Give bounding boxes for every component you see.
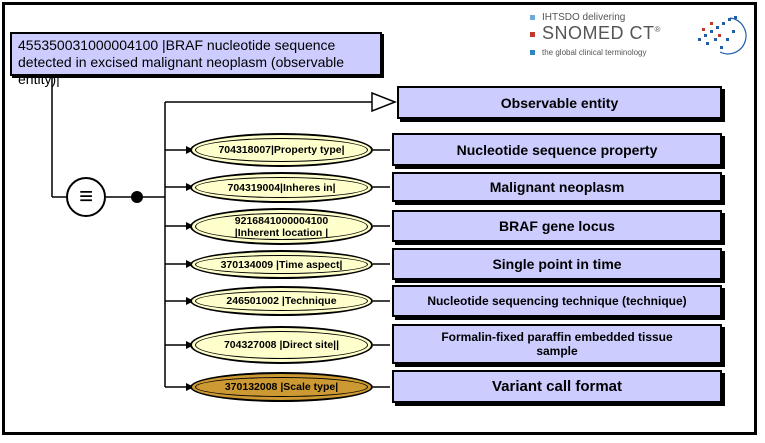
logo-line3: the global clinical terminology — [530, 48, 647, 57]
value-single-point-in-time: Single point in time — [392, 248, 722, 280]
focus-concept-box: 455350031000004100 |BRAF nucleotide sequ… — [10, 32, 382, 87]
attribute-scale-type: 370132008 |Scale type| — [190, 372, 373, 402]
snomed-logo: IHTSDO delivering SNOMED CT® the global … — [530, 8, 755, 68]
junction-dot — [131, 191, 143, 203]
value-malignant-neoplasm: Malignant neoplasm — [392, 172, 722, 202]
bullet-icon — [530, 31, 535, 37]
supertype-box: Observable entity — [397, 86, 722, 119]
logo-line1: IHTSDO delivering — [530, 12, 625, 23]
bullet-icon — [530, 14, 535, 20]
conjunction-equivalent-icon: ≡ — [66, 177, 106, 217]
logo-brand: SNOMED CT® — [530, 23, 661, 44]
attribute-technique: 246501002 |Technique — [190, 286, 373, 316]
attribute-property-type: 704318007|Property type| — [190, 133, 373, 167]
value-ffpe-tissue-sample: Formalin-fixed paraffin embedded tissue … — [392, 324, 722, 364]
attribute-time-aspect: 370134009 |Time aspect| — [190, 250, 373, 279]
attribute-direct-site: 704327008 |Direct site|| — [190, 326, 373, 364]
value-braf-gene-locus: BRAF gene locus — [392, 210, 722, 242]
value-variant-call-format: Variant call format — [392, 370, 722, 403]
attribute-inheres-in: 704319004|Inheres in| — [190, 172, 373, 203]
value-nucleotide-sequencing-technique: Nucleotide sequencing technique (techniq… — [392, 285, 722, 317]
attribute-inherent-location: 9216841000004100 |Inherent location | — [190, 208, 373, 245]
logo-swirl-icon — [698, 16, 747, 55]
bullet-icon — [530, 50, 535, 56]
value-nucleotide-sequence-property: Nucleotide sequence property — [392, 133, 722, 166]
diagram-frame — [2, 2, 757, 435]
